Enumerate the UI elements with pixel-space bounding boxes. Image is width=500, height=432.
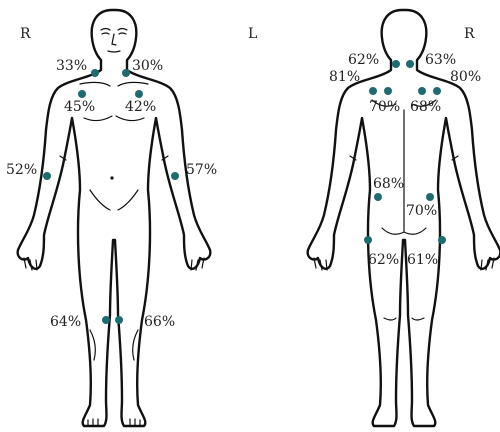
front-right-arm-dot <box>43 172 51 180</box>
back-side-letter-left: L <box>248 26 257 42</box>
back-right-upper-back-label: 68% <box>410 99 441 115</box>
front-right-chest-dot <box>78 90 86 98</box>
back-right-hip-label: 61% <box>407 252 438 268</box>
front-right-knee-label: 64% <box>50 314 81 330</box>
back-left-lower-back-dot <box>374 193 382 201</box>
back-left-hip-label: 62% <box>368 252 399 268</box>
front-navel <box>110 176 113 179</box>
front-right-neck-label: 33% <box>56 58 87 74</box>
back-right-neck-label: 63% <box>425 52 456 68</box>
front-left-arm-dot <box>171 172 179 180</box>
back-left-neck-dot <box>392 60 400 68</box>
front-right-knee-dot <box>102 316 110 324</box>
back-left-neck-label: 62% <box>348 52 379 68</box>
back-left-upper-back-dot <box>384 87 392 95</box>
front-body-outline <box>18 10 211 426</box>
back-right-shoulder-dot <box>433 87 441 95</box>
back-left-shoulder-dot <box>369 87 377 95</box>
back-right-hip-dot <box>438 236 446 244</box>
back-right-neck-dot <box>406 60 414 68</box>
back-left-hip-dot <box>364 236 372 244</box>
front-left-chest-dot <box>135 90 143 98</box>
front-body-figure <box>18 10 211 426</box>
back-right-lower-back-dot <box>426 193 434 201</box>
front-right-arm-label: 52% <box>6 162 37 178</box>
front-left-arm-label: 57% <box>186 162 217 178</box>
back-right-lower-back-label: 70% <box>406 203 437 219</box>
back-right-shoulder-label: 80% <box>450 69 481 85</box>
front-left-neck-dot <box>122 69 130 77</box>
front-right-chest-label: 45% <box>64 99 95 115</box>
back-side-letter-right: R <box>464 26 475 42</box>
front-left-chest-label: 42% <box>125 99 156 115</box>
back-right-upper-back-dot <box>418 87 426 95</box>
front-left-knee-dot <box>115 316 123 324</box>
front-left-neck-label: 30% <box>132 58 163 74</box>
front-right-neck-dot <box>91 69 99 77</box>
front-left-knee-label: 66% <box>144 314 175 330</box>
back-left-lower-back-label: 68% <box>373 176 404 192</box>
back-left-upper-back-label: 70% <box>369 99 400 115</box>
front-side-letter-left: R <box>20 26 31 42</box>
back-left-shoulder-label: 81% <box>329 69 360 85</box>
